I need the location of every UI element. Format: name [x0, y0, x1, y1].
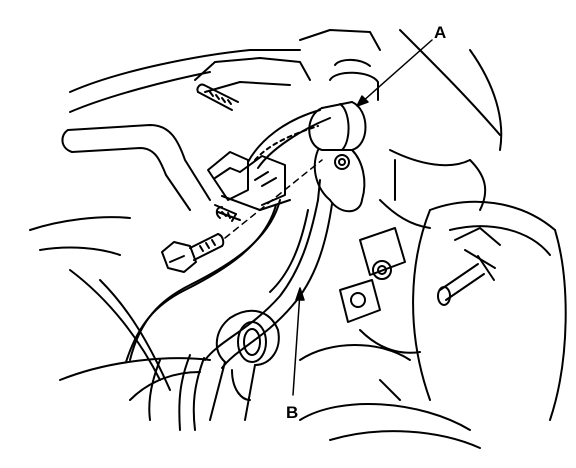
left-pipe	[61, 124, 211, 211]
harness-connectors	[207, 109, 331, 222]
leader-line-b	[292, 291, 301, 396]
mounting-bolt	[161, 159, 323, 273]
wiring-harness	[125, 199, 281, 363]
callout-label-a: A	[434, 23, 446, 42]
leader-lines	[292, 39, 433, 396]
leader-line-a	[361, 39, 433, 103]
background-structures	[29, 29, 567, 449]
stud-clip-upper	[196, 83, 239, 111]
ac-line	[148, 101, 367, 431]
callout-label-b: B	[286, 403, 298, 422]
